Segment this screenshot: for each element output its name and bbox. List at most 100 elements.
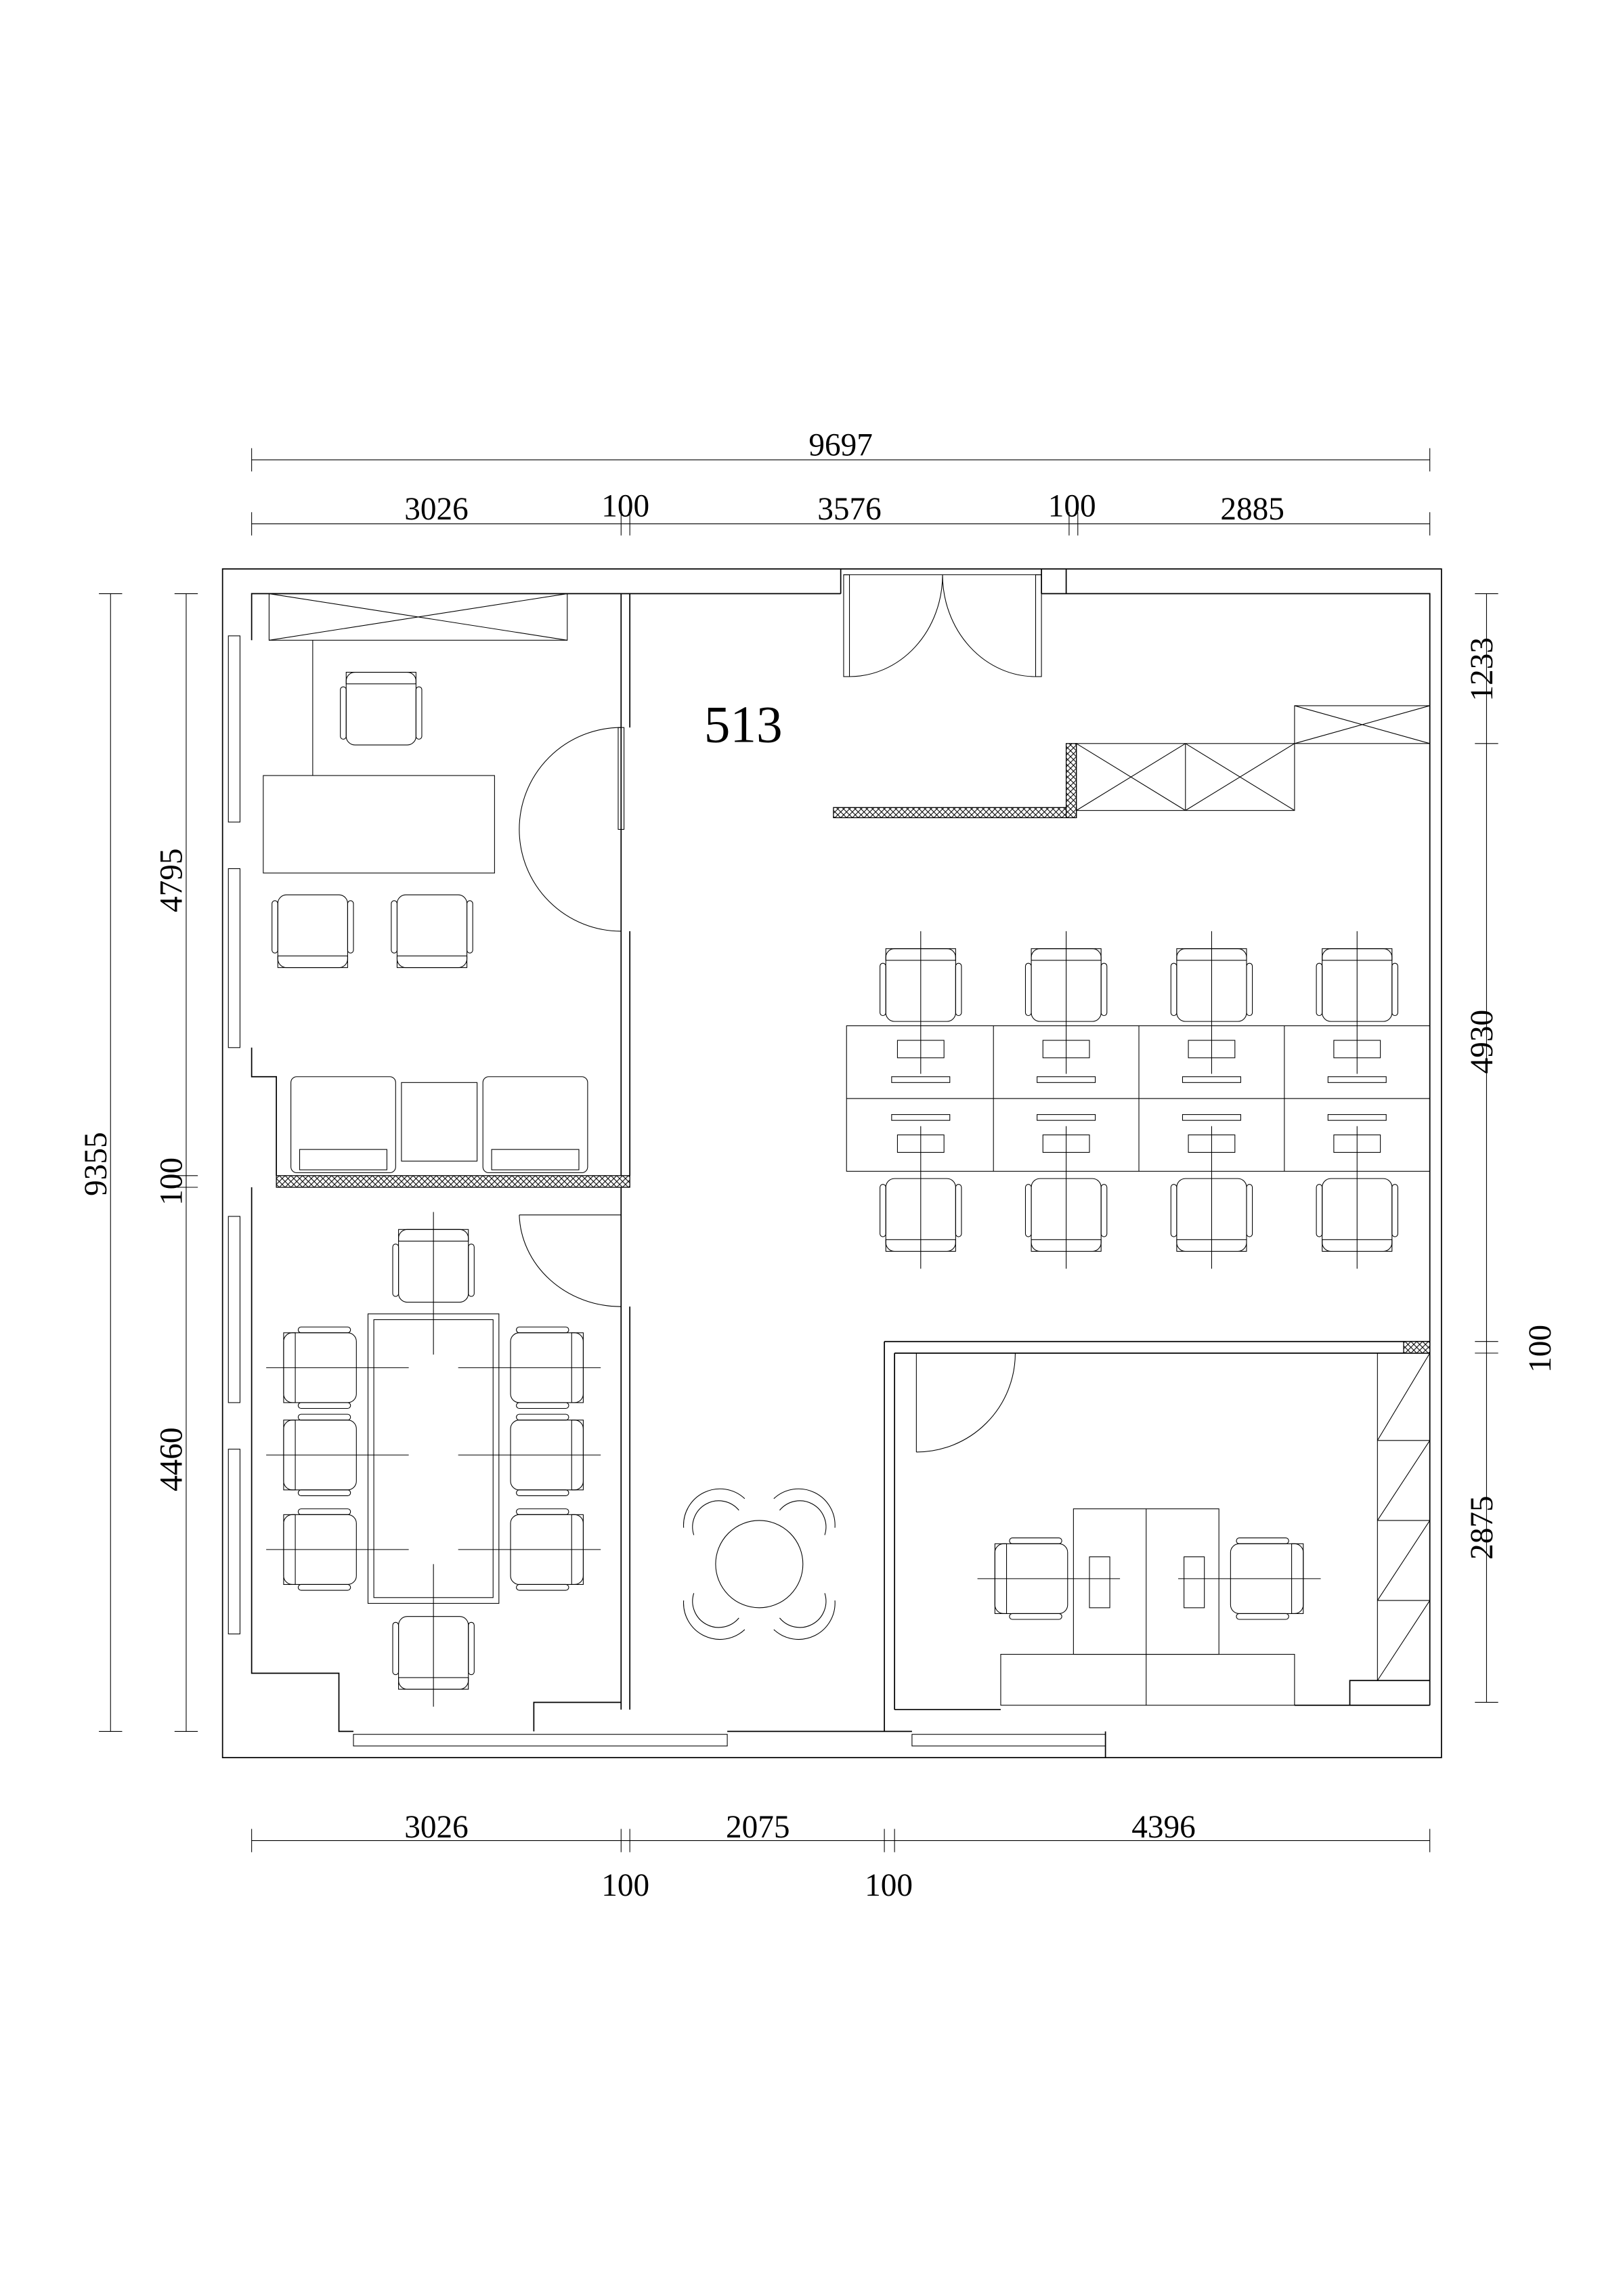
chair-arm: [1024, 962, 1032, 1017]
chair: [266, 1413, 409, 1496]
chair-arm: [1100, 1184, 1108, 1237]
chair-arm: [516, 1489, 569, 1496]
dim-left-total: 9355: [79, 1132, 114, 1196]
dim-top-1: 3026: [404, 492, 469, 527]
dim-top-4: 100: [1048, 489, 1096, 524]
dim-bottom-partition-2: 100: [865, 1868, 913, 1903]
dim-right-2: 4930: [1465, 1010, 1500, 1074]
chair-arm: [955, 962, 962, 1017]
chair-arm: [1316, 962, 1323, 1017]
chair: [266, 1508, 409, 1591]
dim-left-1: 4795: [154, 848, 190, 912]
chair-back: [277, 955, 348, 969]
dim-bottom-1: 3026: [404, 1810, 469, 1845]
windows: [228, 635, 1106, 1747]
chair-arm: [516, 1413, 569, 1421]
chair-arm: [1009, 1537, 1062, 1544]
dim-bottom-partition-1: 100: [601, 1868, 649, 1903]
chair-arm: [467, 900, 473, 954]
chair-seat: [277, 894, 348, 969]
chair: [1024, 931, 1108, 1074]
chair-arm: [1236, 1537, 1289, 1544]
manager-desk: [1000, 1508, 1295, 1706]
chair: [1178, 1537, 1321, 1620]
workstation-items: [891, 1040, 1387, 1153]
chair-arm: [1024, 1184, 1032, 1237]
chair: [880, 931, 962, 1074]
workstation-desks: [846, 1025, 1431, 1172]
keyboard: [891, 1076, 951, 1083]
chair-arm: [297, 1508, 351, 1515]
chair-arm: [880, 962, 886, 1017]
dim-top-total: 9697: [808, 427, 873, 463]
chair-arm: [516, 1508, 569, 1515]
chair-arm: [415, 686, 423, 740]
chair: [880, 1126, 962, 1269]
hatched-wall: [276, 1175, 630, 1188]
chair-arm: [1391, 1184, 1398, 1237]
hatched-wall: [1403, 1341, 1431, 1354]
chair-arm: [297, 1326, 351, 1334]
chair-arm: [1236, 1613, 1289, 1620]
dim-top-2: 100: [601, 489, 649, 524]
chair: [458, 1326, 601, 1409]
chair: [458, 1508, 601, 1591]
chair-arm: [297, 1402, 351, 1409]
sofa-set: [290, 1076, 588, 1174]
keyboard: [1182, 1076, 1241, 1083]
dim-bottom-3: 4396: [1131, 1810, 1196, 1845]
chair-arm: [955, 1184, 962, 1237]
chair: [391, 894, 473, 969]
keyboard: [1037, 1076, 1096, 1083]
chair-seat: [345, 672, 416, 746]
dimension-labels: 9697 3026 100 3576 100 2885 9355 4795 10…: [79, 427, 1558, 1903]
chair: [1316, 931, 1398, 1074]
chair-back: [345, 672, 416, 685]
dim-left-3: 4460: [154, 1427, 190, 1491]
hatched-wall: [833, 807, 1077, 819]
chair: [1170, 1126, 1253, 1269]
chair: [340, 672, 423, 746]
chair-arm: [1316, 1184, 1323, 1237]
dim-right-1: 1233: [1465, 637, 1500, 701]
walls: [221, 568, 1442, 1758]
chair-arm: [297, 1583, 351, 1591]
chair-seat: [396, 894, 468, 969]
dim-right-3: 100: [1523, 1325, 1558, 1373]
dim-left-2: 100: [154, 1157, 190, 1206]
executive-desk: [263, 640, 495, 874]
chair: [1316, 1126, 1398, 1269]
chair-arm: [392, 1243, 399, 1297]
keyboard: [1182, 1114, 1241, 1121]
chair-arm: [391, 900, 397, 954]
dim-top-5: 2885: [1220, 492, 1284, 527]
chair-arm: [516, 1402, 569, 1409]
keyboard: [891, 1114, 951, 1121]
chair-arm: [297, 1489, 351, 1496]
chair-arm: [1246, 962, 1253, 1017]
dim-right-4: 2875: [1465, 1495, 1500, 1560]
storage-cabinets: [268, 593, 1431, 1681]
chair-arm: [880, 1184, 886, 1237]
chair: [458, 1413, 601, 1496]
chair-arm: [1170, 962, 1177, 1017]
hatched-wall: [1065, 743, 1077, 819]
room-number: 513: [704, 696, 783, 754]
chair-arm: [516, 1583, 569, 1591]
chair-arm: [1391, 962, 1398, 1017]
chair-back: [396, 955, 468, 969]
chair-arm: [392, 1621, 399, 1676]
chair-arm: [1100, 962, 1108, 1017]
keyboard: [1037, 1114, 1096, 1121]
dimension-lines: [99, 448, 1498, 1852]
chair: [266, 1326, 409, 1409]
dim-bottom-2: 2075: [726, 1810, 790, 1845]
chair-arm: [272, 900, 278, 954]
chair-arm: [1170, 1184, 1177, 1237]
chair: [272, 894, 354, 969]
chair-arm: [1246, 1184, 1253, 1237]
dim-top-3: 3576: [817, 492, 882, 527]
chair-arm: [468, 1243, 475, 1297]
chair-arm: [297, 1413, 351, 1421]
